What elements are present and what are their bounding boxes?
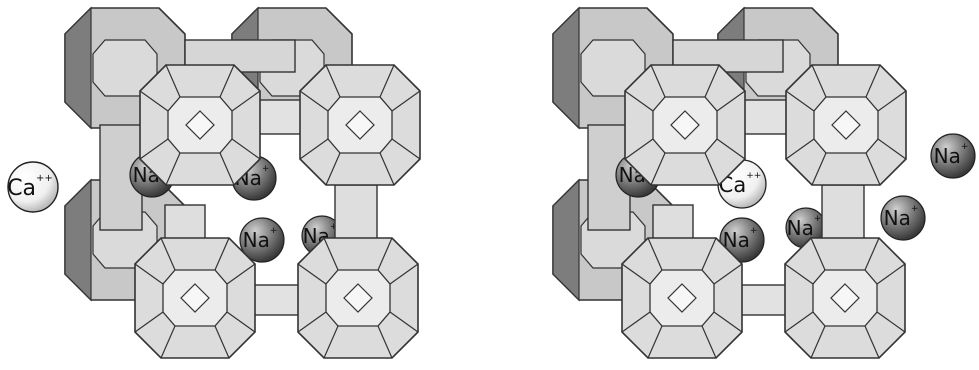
zeolite-cage-left: Na+ Na+ Na+ Na+ [7,8,420,358]
ion-right-outside-1: Na+ [881,196,925,240]
ion-right-outside-0: Na+ [931,134,975,178]
cage-front-bottom-right [298,238,418,358]
ion-left-outside-0: Ca++ [7,162,58,212]
cage-front-bottom-left [135,238,255,358]
cage-front-top-left [140,65,260,185]
zeolite-cage-right: Ca++ Na+ Na+ Na+ Na+ [553,8,975,358]
cage-front-bottom-right-2 [785,238,905,358]
cage-front-top-left-2 [625,65,745,185]
cage-front-bottom-left-2 [622,238,742,358]
cage-front-top-right [300,65,420,185]
ion-group-left-outside: Ca++ [7,162,58,212]
cage-front-top-right-2 [786,65,906,185]
